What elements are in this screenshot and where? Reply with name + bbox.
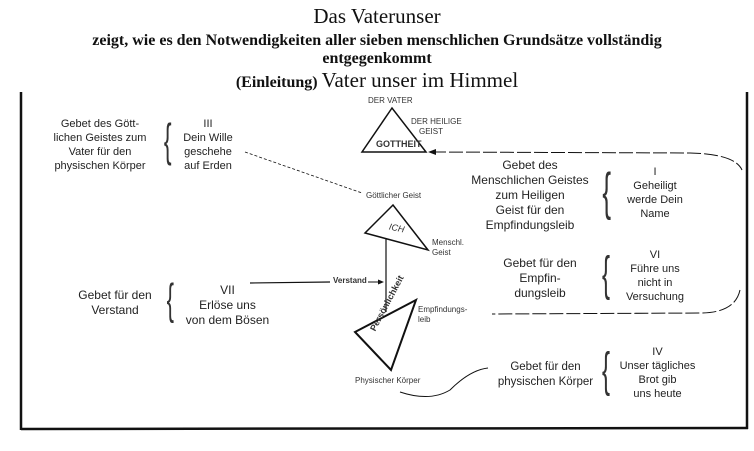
text-line: Geist für den bbox=[495, 203, 565, 217]
text-line: VII bbox=[220, 283, 235, 297]
text-line: Gebet für den bbox=[510, 361, 581, 373]
brace-icon: { bbox=[602, 163, 612, 221]
physischer-koerper-label: Physischer Körper bbox=[355, 376, 421, 385]
petition-vi: VI Führe uns nicht in Versuchung bbox=[615, 248, 695, 304]
text-line: lichen Geistes zum bbox=[53, 132, 147, 144]
text-line: IV bbox=[652, 346, 663, 358]
text-line: Vater für den bbox=[68, 146, 132, 158]
text-line: Führe uns bbox=[630, 263, 680, 275]
text-line: Gebet des bbox=[502, 158, 558, 172]
empfindungsleib-label: Empfindungs- leib bbox=[418, 305, 467, 325]
label-line: Geist bbox=[432, 248, 451, 257]
arrowhead-icon bbox=[378, 279, 384, 285]
gottheit-label: GOTTHEIT bbox=[376, 139, 422, 149]
text-line: VI bbox=[649, 249, 661, 261]
text-line: physischen Körper bbox=[54, 160, 146, 172]
text-line: uns heute bbox=[633, 388, 682, 400]
ich-triangle bbox=[363, 203, 430, 252]
goettlicher-geist-label: Göttlicher Geist bbox=[366, 191, 422, 200]
petition-iv: IV Unser tägliches Brot gib uns heute bbox=[610, 345, 705, 401]
text-line: Gebet des Gött- bbox=[60, 118, 140, 130]
verstand-label: Verstand bbox=[333, 276, 367, 285]
text-line: physischen Körper bbox=[497, 376, 594, 388]
prayer-empfindungsleib: Gebet für den Empfin- dungsleib bbox=[480, 256, 600, 301]
petition-vii: VII Erlöse uns von dem Bösen bbox=[180, 283, 275, 328]
text-line: geschehe bbox=[184, 146, 232, 158]
text-line: Geheiligt bbox=[633, 180, 677, 192]
label-line: DER HEILIGE bbox=[411, 117, 462, 126]
text-line: nicht in bbox=[637, 277, 673, 289]
text-line: Gebet für den bbox=[78, 288, 152, 302]
label-line: GEIST bbox=[419, 127, 444, 136]
brace-icon: { bbox=[602, 248, 611, 301]
subtitle-line-1: zeigt, wie es den Notwendigkeiten aller … bbox=[92, 32, 662, 49]
verstand-line bbox=[249, 281, 331, 284]
brace-icon: { bbox=[602, 344, 611, 397]
text-line: dungsleib bbox=[514, 286, 566, 300]
text-line: Empfindungsleib bbox=[485, 218, 575, 232]
text-line: Empfin- bbox=[519, 271, 561, 285]
text-line: Erlöse uns bbox=[199, 298, 256, 312]
petition-i: I Geheiligt werde Dein Name bbox=[615, 165, 695, 221]
label-line: Empfindungs- bbox=[418, 305, 468, 314]
der-heilige-geist-label: DER HEILIGE GEIST bbox=[411, 117, 462, 137]
label-line: leib bbox=[418, 315, 431, 324]
arrowhead-icon bbox=[428, 149, 436, 155]
text-line: auf Erden bbox=[184, 160, 232, 172]
gottheit-triangle bbox=[360, 106, 428, 153]
subtitle-line-2: entgegenkommt bbox=[322, 50, 432, 67]
text-line: Verstand bbox=[91, 303, 139, 317]
intro-text: Vater unser im Himmel bbox=[321, 68, 519, 92]
text-line: von dem Bösen bbox=[185, 313, 270, 327]
intro-line: (Einleitung) Vater unser im Himmel bbox=[0, 68, 754, 93]
brace-icon: { bbox=[166, 275, 175, 324]
label-line: Menschl. bbox=[432, 238, 465, 247]
prayer-physischer-koerper: Gebet für den physischen Körper bbox=[488, 360, 603, 390]
text-line: III bbox=[203, 118, 213, 130]
der-vater-label: DER VATER bbox=[368, 96, 413, 105]
text-line: Brot gib bbox=[638, 374, 677, 386]
prayer-menschlicher-geist: Gebet des Menschlichen Geistes zum Heili… bbox=[460, 158, 600, 233]
connector-iii bbox=[244, 151, 363, 194]
text-line: Unser tägliches bbox=[619, 360, 696, 372]
brace-icon: { bbox=[163, 114, 172, 166]
connector-koerper bbox=[399, 367, 489, 397]
text-line: I bbox=[653, 166, 657, 178]
text-line: zum Heiligen bbox=[495, 188, 565, 202]
text-line: Menschlichen Geistes bbox=[471, 173, 589, 187]
menschl-geist-label: Menschl. Geist bbox=[432, 238, 464, 258]
text-line: Dein Wille bbox=[183, 132, 233, 144]
page-title: Das Vaterunser bbox=[313, 4, 441, 28]
text-line: Versuchung bbox=[625, 291, 685, 303]
connector-loop bbox=[431, 151, 743, 315]
prayer-verstand: Gebet für den Verstand bbox=[60, 288, 170, 318]
frame-bottom bbox=[20, 426, 749, 431]
text-line: werde Dein bbox=[627, 194, 683, 206]
text-line: Gebet für den bbox=[503, 256, 577, 270]
persoenlichkeit-triangle bbox=[353, 297, 418, 372]
text-line: Name bbox=[640, 208, 670, 220]
prayer-goettlicher-geist: Gebet des Gött- lichen Geistes zum Vater… bbox=[40, 117, 160, 173]
petition-iii: III Dein Wille geschehe auf Erden bbox=[168, 117, 248, 173]
intro-prefix: (Einleitung) bbox=[235, 74, 318, 91]
